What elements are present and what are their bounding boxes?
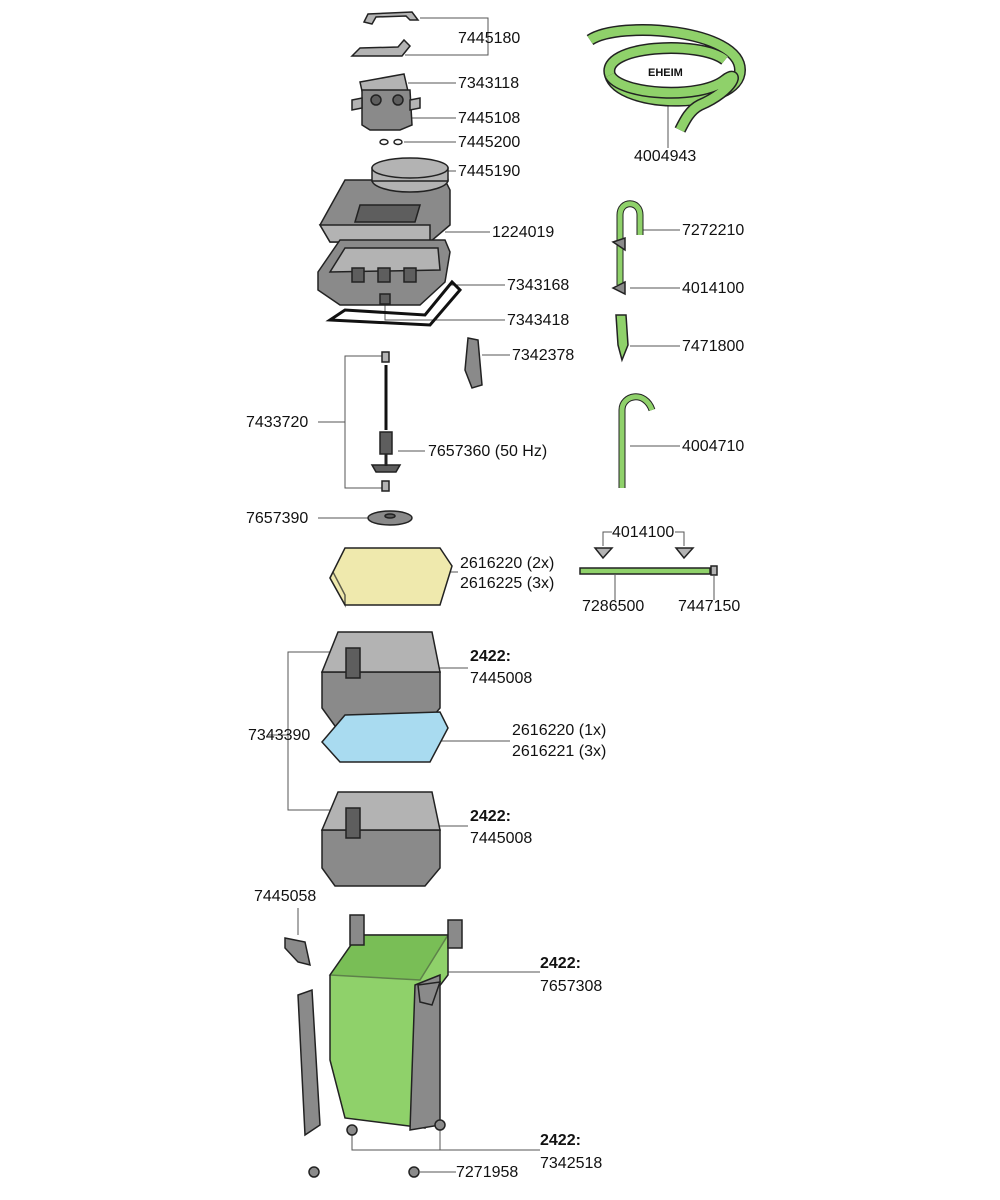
hose-print: EHEIM (648, 67, 683, 79)
label-4004943: 4004943 (634, 148, 697, 165)
label-2616225-3x: 2616225 (3x) (460, 575, 555, 592)
small-insert-part (464, 337, 483, 389)
label-7445180: 7445180 (458, 30, 521, 47)
pump-housing-part (317, 239, 451, 306)
canister-part (328, 914, 463, 1131)
label-7343418: 7343418 (507, 312, 570, 329)
handle-clip-part (350, 11, 420, 57)
label-7342378: 7342378 (512, 347, 575, 364)
label-7657360: 7657360 (50 Hz) (428, 443, 548, 460)
filter-basket-bottom (320, 791, 441, 887)
leader-lines (268, 17, 715, 1173)
rubber-disc-part (367, 510, 413, 526)
label-2422-d: 2422: (540, 1132, 581, 1149)
feet-part (308, 1119, 446, 1178)
label-2616220-1x: 2616220 (1x) (512, 722, 607, 739)
motor-head-part (318, 157, 451, 243)
label-7445190: 7445190 (458, 163, 521, 180)
label-7447150: 7447150 (678, 598, 741, 615)
label-7445058: 7445058 (254, 888, 317, 905)
spray-bar-part (579, 547, 718, 576)
hose-coil-part: EHEIM (586, 24, 747, 133)
label-2422-b: 2422: (470, 808, 511, 825)
label-7445200: 7445200 (458, 134, 521, 151)
label-4014100-a: 4014100 (682, 280, 745, 297)
label-7286500: 7286500 (582, 598, 645, 615)
impeller-shaft-part (370, 351, 402, 492)
label-7445008-a: 7445008 (470, 670, 533, 687)
label-2616221-3x: 2616221 (3x) (512, 743, 607, 760)
label-2616220-2x: 2616220 (2x) (460, 555, 555, 572)
label-7272210: 7272210 (682, 222, 745, 239)
gasket-ring (325, 279, 463, 327)
label-7343118: 7343118 (458, 75, 520, 92)
label-4004710: 4004710 (682, 438, 745, 455)
label-7271958: 7271958 (456, 1164, 519, 1181)
outlet-pipe-part (618, 393, 656, 488)
label-7343168: 7343168 (507, 277, 570, 294)
valve-block-part (351, 73, 421, 146)
blue-filter-pad (321, 711, 449, 763)
label-7433720: 7433720 (246, 414, 309, 431)
label-2422-c: 2422: (540, 955, 581, 972)
label-4014100-b: 4014100 (612, 524, 675, 541)
yellow-filter-sponge-side (329, 570, 346, 608)
yellow-filter-sponge (329, 547, 453, 606)
label-7343390: 7343390 (248, 727, 311, 744)
label-1224019: 1224019 (492, 224, 555, 241)
label-7657390: 7657390 (246, 510, 309, 527)
label-7445108: 7445108 (458, 110, 521, 127)
intake-pipe-part (611, 200, 644, 363)
side-bracket-part (297, 988, 321, 1137)
latch-part (284, 937, 311, 967)
label-7471800: 7471800 (682, 338, 745, 355)
label-7342518: 7342518 (540, 1155, 603, 1172)
label-7657308: 7657308 (540, 978, 603, 995)
label-7445008-b: 7445008 (470, 830, 533, 847)
label-2422-a: 2422: (470, 648, 511, 665)
